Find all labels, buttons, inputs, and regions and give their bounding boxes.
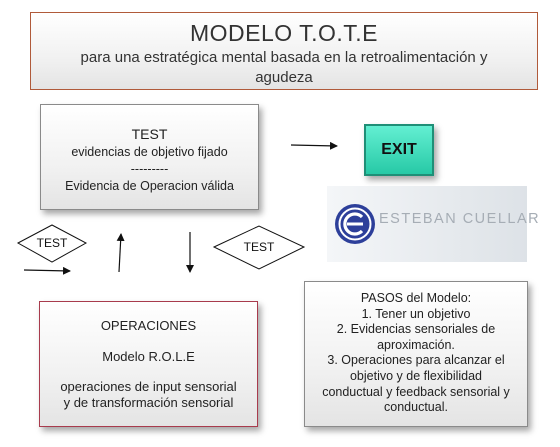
steps-line: conductual y feedback sensorial y [322,384,510,399]
steps-heading: PASOS del Modelo: [360,291,472,305]
title-box: MODELO T.O.T.E para una estratégica ment… [30,12,538,90]
operations-heading: OPERACIONES [100,318,197,333]
steps-line: 1. Tener un objetivo [361,306,471,321]
operations-desc-line2: y de transformación sensorial [63,395,234,410]
test-diamond-right-label: TEST [244,240,275,254]
arrow-to-exit [290,141,338,150]
test-heading: TEST [131,126,168,142]
steps-line: objetivo y de flexibilidad [349,368,483,383]
test-diamond-right [212,225,306,270]
operations-box: OPERACIONES Modelo R.O.L.E operaciones d… [39,301,258,427]
diagram-subtitle-line2: agudeza [255,69,313,86]
logo-e-icon [335,204,375,244]
logo: ESTEBAN CUELLAR [327,186,539,262]
diagram-title: MODELO T.O.T.E [189,20,379,46]
arrow-up [116,233,125,273]
logo-wordmark: ESTEBAN CUELLAR [379,211,541,227]
steps-line: aproximación. [377,337,455,352]
test-line-objective: evidencias de objetivo fijado [71,145,228,159]
operations-desc-line1: operaciones de input sensorial [60,379,237,394]
steps-line: 3. Operaciones para alcanzar el [327,353,505,368]
diagram-subtitle-line1: para una estratégica mental basada en la… [80,49,488,66]
test-divider: --------- [130,162,169,176]
test-diamond-left-label: TEST [37,236,68,250]
arrow-input [23,266,71,275]
test-line-operation: Evidencia de Operacion válida [65,179,234,193]
steps-line: conductual. [384,400,448,415]
steps-box: PASOS del Modelo: 1. Tener un objetivo 2… [304,281,528,427]
operations-model: Modelo R.O.L.E [102,349,195,364]
test-box: TEST evidencias de objetivo fijado -----… [40,104,259,210]
exit-box: EXIT [364,124,434,176]
steps-line: 2. Evidencias sensoriales de [336,322,496,337]
test-diamond-left [16,224,88,263]
